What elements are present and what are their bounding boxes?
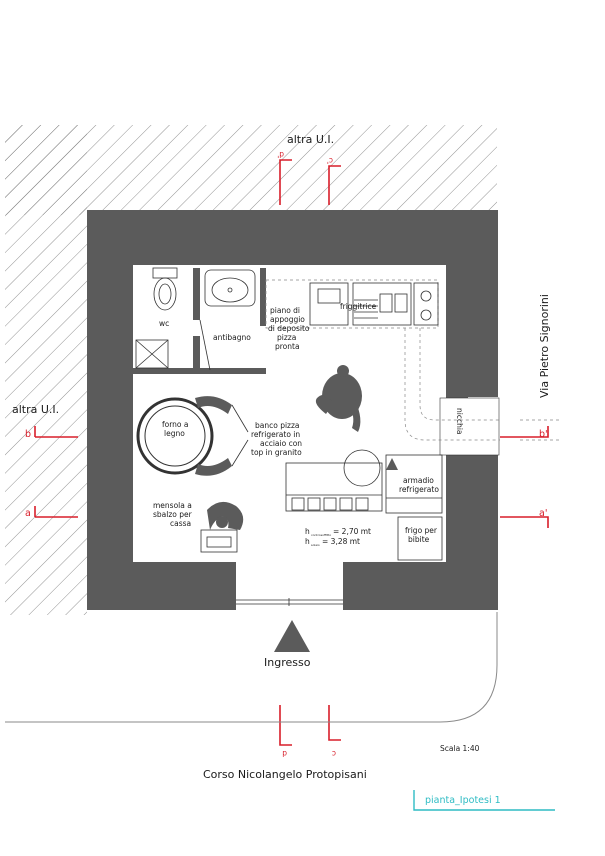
exterior-walls [87, 210, 498, 610]
section-mark-bottom [279, 705, 341, 746]
armadio-line-1: armadio [403, 476, 434, 485]
washbasin [204, 269, 256, 307]
banco-line-4: top in granito [251, 448, 302, 457]
armadio-line-2: refrigerato [399, 485, 439, 494]
room-wc: wc [159, 319, 169, 328]
frigo-line-2: bibite [408, 535, 430, 544]
room-friggitrice: friggitrice [340, 302, 377, 311]
mensola-line-3: cassa [170, 519, 191, 528]
title-underline [413, 790, 555, 811]
partitions [133, 268, 266, 374]
kitchen-counter [265, 279, 439, 329]
mensola-line-2: sbalzo per [153, 510, 193, 519]
section-mark-left [34, 426, 78, 518]
piano-line-2: appoggio [270, 315, 305, 324]
forno-line-2: legno [164, 429, 185, 438]
height2-value: = 3,28 mt [322, 537, 360, 546]
piano-line-5: pronta [275, 342, 300, 351]
south-street-label: Corso Nicolangelo Protopisani [203, 768, 367, 781]
ceiling-outline [404, 328, 500, 441]
section-mark-right [500, 426, 549, 528]
entrance-label: Ingresso [264, 656, 311, 669]
scale-label: Scala 1:40 [440, 744, 480, 753]
banco-line-2: refrigerato in [251, 430, 300, 439]
room-antibagno: antibagno [213, 333, 251, 342]
height1-value: = 2,70 mt [333, 527, 371, 536]
toilet [152, 267, 178, 311]
shower-tray [135, 339, 169, 369]
entrance-arrow-icon [274, 620, 310, 652]
section-label-b-left: b [25, 429, 31, 440]
frigo-line-1: frigo per [405, 526, 438, 535]
chef-figure [315, 365, 362, 432]
height2-label: h [305, 537, 310, 546]
height1-sub: controsoffitto [311, 533, 331, 537]
niche-cut [439, 397, 500, 456]
banco-line-1: banco pizza [255, 421, 300, 430]
pizza-counter [285, 449, 383, 512]
neighbor-hatch [5, 125, 497, 615]
mensola-line-1: mensola a [153, 501, 192, 510]
sheet-title: pianta_Ipotesi 1 [425, 795, 501, 806]
east-street-label: Via Pietro Signorini [538, 294, 551, 398]
street-curb [5, 612, 498, 723]
height2-sub: solaio [311, 543, 320, 547]
wood-oven [136, 396, 249, 476]
section-label-a-right: a' [539, 508, 547, 519]
north-neighbor-label: altra U.I. [287, 133, 334, 146]
piano-line-1: piano di [270, 306, 300, 315]
section-label-top-right: c' [327, 156, 333, 165]
forno-line-1: forno a [162, 420, 189, 429]
piano-line-4: pizza [277, 333, 296, 342]
section-label-a-left: a [25, 508, 31, 519]
height-slab: h solaio = 3,28 mt [305, 537, 360, 547]
room-nicchia: nicchia [455, 408, 464, 435]
section-label-bottom-right: c [332, 749, 336, 758]
refrigerated-cabinet [385, 454, 443, 514]
cash-shelf [200, 501, 244, 553]
drinks-fridge [397, 516, 443, 561]
piano-line-3: di deposito [268, 324, 310, 333]
height1-label: h [305, 527, 310, 536]
height-ceiling: h controsoffitto = 2,70 mt [305, 527, 371, 537]
section-label-b-right: b' [539, 429, 548, 440]
section-mark-top [279, 159, 341, 205]
section-label-bottom-left: d [282, 749, 287, 758]
section-label-top-left: d' [277, 150, 284, 159]
west-neighbor-label: altra U.I. [12, 403, 59, 416]
banco-line-3: acciaio con [260, 439, 302, 448]
entrance-door [236, 563, 343, 609]
